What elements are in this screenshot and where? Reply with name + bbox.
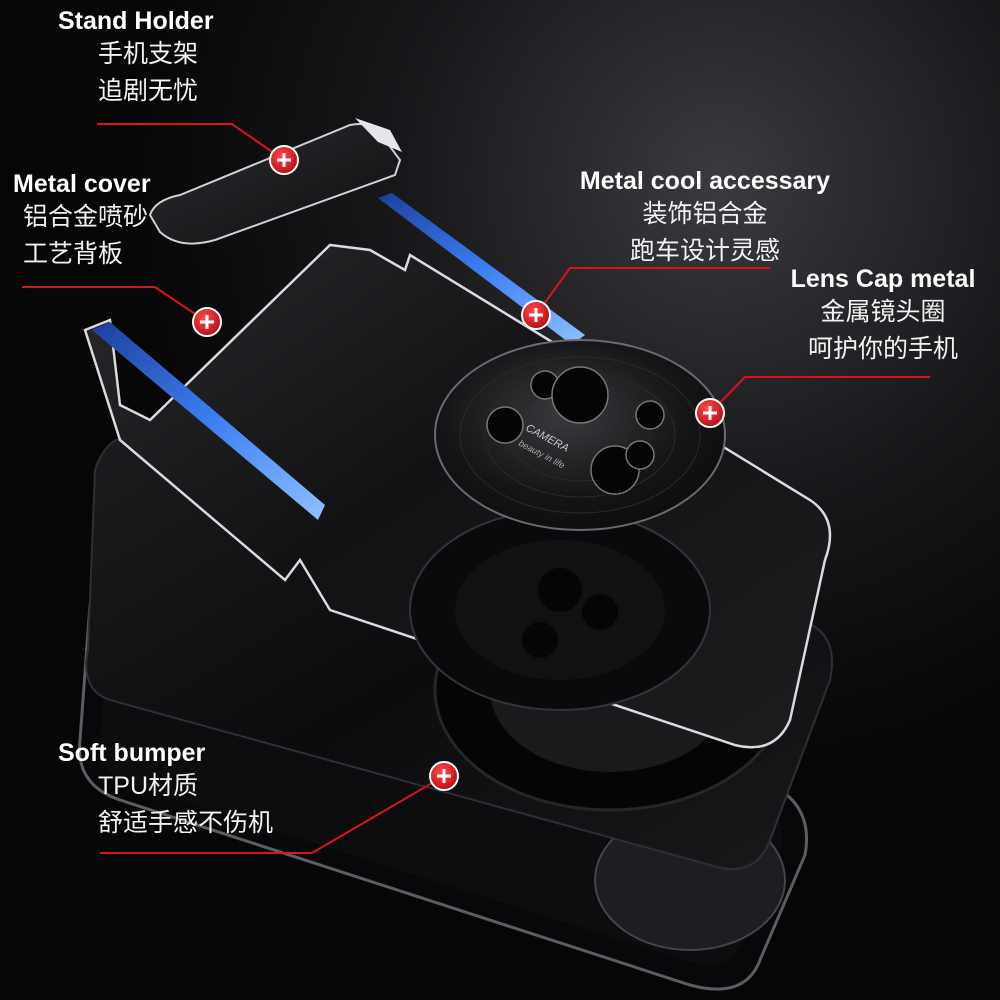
lens-cap-disc: CAMERA beauty in life bbox=[434, 339, 726, 531]
callout-title: Soft bumper bbox=[58, 739, 206, 767]
callout-metal-cover: Metal cover 铝合金喷砂 工艺背板 bbox=[13, 169, 151, 273]
leader-line-cover bbox=[22, 286, 208, 323]
callout-line: 追剧无忧 bbox=[98, 77, 199, 105]
callout-title: Stand Holder bbox=[58, 7, 214, 35]
plus-circle-icon[interactable] bbox=[192, 307, 222, 337]
callout-line: 呵护你的手机 bbox=[807, 335, 958, 363]
callout-title: Metal cool accessary bbox=[579, 167, 831, 195]
metal-cover-plate bbox=[83, 243, 832, 749]
leader-line-accessory bbox=[535, 267, 770, 316]
plus-circle-icon[interactable] bbox=[521, 300, 551, 330]
leader-lines bbox=[22, 123, 930, 854]
callout-line: 金属镜头圈 bbox=[820, 298, 946, 326]
callout-soft-bumper: Soft bumper TPU材质 舒适手感不伤机 bbox=[58, 738, 273, 842]
plus-circle-icon[interactable] bbox=[269, 145, 299, 175]
callout-line: 手机支架 bbox=[98, 40, 199, 68]
callout-title: Lens Cap metal bbox=[790, 265, 976, 293]
callout-line: 铝合金喷砂 bbox=[23, 203, 149, 231]
leader-line-bumper bbox=[100, 775, 445, 854]
stand-holder bbox=[148, 118, 402, 245]
callout-line: 跑车设计灵感 bbox=[629, 237, 780, 265]
leader-line-stand bbox=[97, 123, 285, 161]
callout-lens-cap: Lens Cap metal 金属镜头圈 呵护你的手机 bbox=[778, 264, 988, 368]
callout-stand-holder: Stand Holder 手机支架 追剧无忧 bbox=[58, 6, 214, 110]
blue-accent-strip-left bbox=[92, 322, 325, 520]
callout-metal-accessory: Metal cool accessary 装饰铝合金 跑车设计灵感 bbox=[565, 166, 845, 270]
plus-circle-icon[interactable] bbox=[429, 761, 459, 791]
plus-circle-icon[interactable] bbox=[695, 398, 725, 428]
callout-line: 工艺背板 bbox=[23, 240, 124, 268]
leader-line-lens bbox=[709, 376, 930, 414]
callout-line: 舒适手感不伤机 bbox=[98, 809, 274, 837]
callout-line: TPU材质 bbox=[98, 772, 199, 800]
callout-line: 装饰铝合金 bbox=[642, 200, 768, 228]
plus-markers bbox=[192, 145, 725, 791]
callout-title: Metal cover bbox=[13, 170, 151, 198]
